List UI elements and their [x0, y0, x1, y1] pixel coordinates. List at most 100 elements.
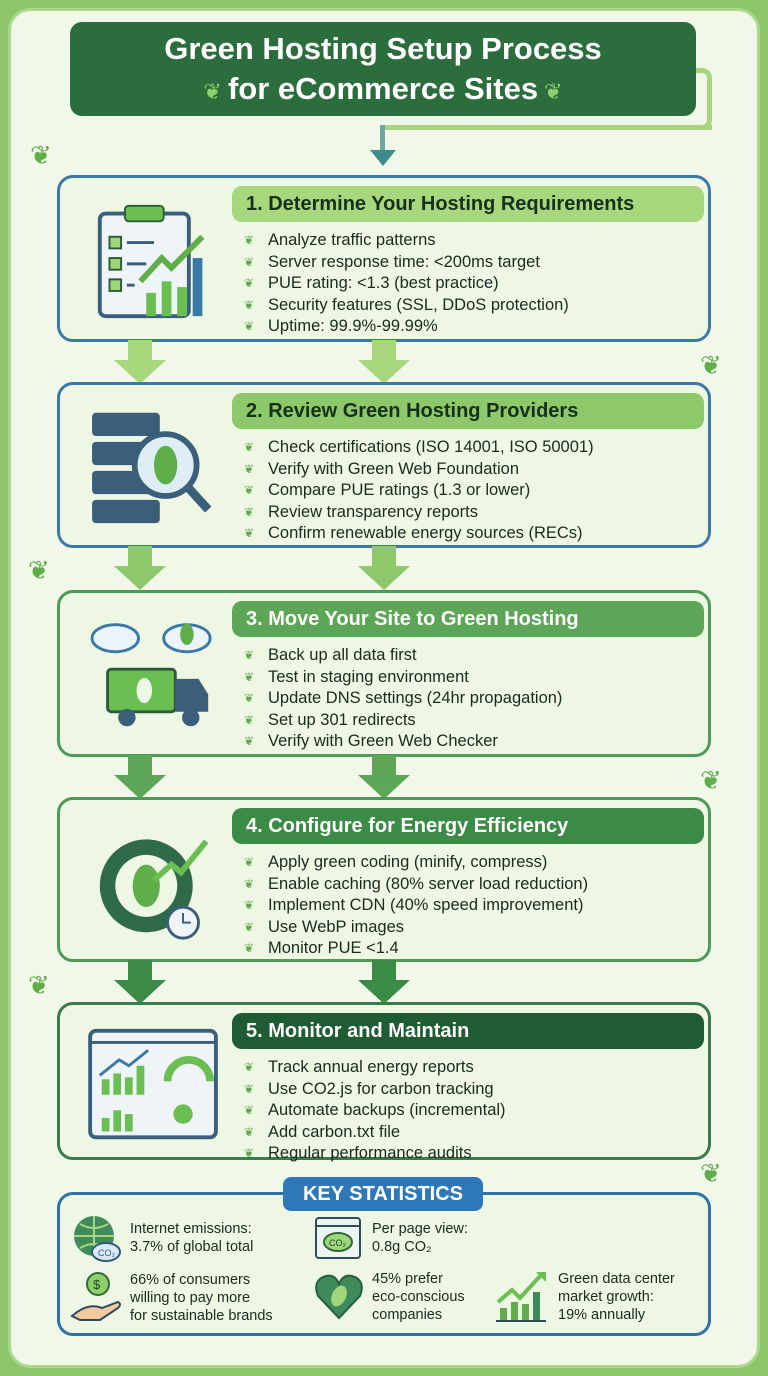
- stat-text: 19% annually: [558, 1307, 646, 1323]
- down-arrow-icon: [358, 960, 410, 1004]
- leaf-decoration-icon: ❦: [700, 765, 722, 795]
- step-5-title: 5. Monitor and Maintain: [232, 1013, 704, 1049]
- down-arrow-icon: [114, 546, 166, 590]
- stat-text: for sustainable brands: [130, 1308, 273, 1324]
- list-item-text: PUE rating: <1.3 (best practice): [268, 274, 499, 292]
- step-1-list: ❦Analyze traffic patterns❦Server respons…: [244, 230, 704, 338]
- leaf-icon: ❦: [203, 79, 228, 104]
- server-magnifier-leaf-icon: [92, 412, 212, 524]
- list-item-text: Security features (SSL, DDoS protection): [268, 295, 569, 314]
- leaf-bullet-icon: ❦: [244, 648, 255, 662]
- list-item-text: Verify with Green Web Checker: [268, 732, 498, 750]
- leaf-bullet-icon: ❦: [244, 1146, 255, 1160]
- leaf-bullet-icon: ❦: [244, 1060, 255, 1074]
- list-item: ❦ Add carbon.txt file: [244, 1122, 704, 1144]
- leaf-bullet-icon: ❦: [244, 669, 255, 684]
- leaf-bullet-icon: ❦: [244, 691, 255, 705]
- list-item: ❦Update DNS settings (24hr propagation): [244, 688, 704, 710]
- list-item: ❦ Uptime: 99.9%-99.99%: [244, 316, 704, 338]
- list-item: ❦Compare PUE ratings (1.3 or lower): [244, 480, 704, 502]
- step-5-card: 5. Monitor and Maintain ❦Track annual en…: [57, 1002, 711, 1162]
- list-item-text: Apply green coding (minify, compress): [268, 853, 548, 871]
- list-item: ❦Use WebP images: [244, 917, 704, 939]
- connector-line: [380, 125, 385, 155]
- step-2-list: ❦Check certifications (ISO 14001, ISO 50…: [244, 437, 704, 545]
- leaf-bullet-icon: ❦: [244, 461, 255, 476]
- list-item-text: Server response time: <200ms target: [268, 252, 540, 271]
- stat-text: Per page view:: [372, 1221, 468, 1237]
- svg-text:$: $: [93, 1277, 101, 1292]
- stat-text: 66% of consumers: [130, 1272, 251, 1288]
- list-item-text: Implement CDN (40% speed improvement): [268, 896, 584, 914]
- step-3-list: ❦Back up all data first❦Test in staging …: [244, 645, 704, 753]
- step-5-list: ❦Track annual energy reports❦Use CO2.js …: [244, 1057, 704, 1165]
- list-item-text: Test in staging environment: [268, 667, 469, 686]
- leaf-bullet-icon: ❦: [244, 1124, 255, 1139]
- list-item: ❦Back up all data first: [244, 645, 704, 667]
- growth-chart-icon: [496, 1272, 546, 1322]
- connector-arrowhead: [370, 150, 396, 166]
- list-item: ❦Set up 301 redirects: [244, 710, 704, 732]
- list-item: ❦Security features (SSL, DDoS protection…: [244, 295, 704, 317]
- leaf-bullet-icon: ❦: [244, 233, 255, 247]
- cloud-migration-truck-icon: [90, 623, 212, 727]
- stat-internet-emissions: CO₂ Internet emissions:3.7% of global to…: [70, 1214, 253, 1262]
- leaf-bullet-icon: ❦: [244, 319, 255, 333]
- leaf-bullet-icon: ❦: [244, 876, 255, 891]
- connector-line: [382, 125, 712, 130]
- gear-leaf-icon: [99, 839, 209, 940]
- list-item: ❦Monitor PUE <1.4: [244, 938, 704, 960]
- list-item: ❦Automate backups (incremental): [244, 1100, 704, 1122]
- leaf-bullet-icon: ❦: [244, 734, 255, 748]
- list-item-text: Use WebP images: [268, 917, 405, 936]
- stat-text: 0.8g CO₂: [372, 1239, 432, 1255]
- list-item-text: Analyze traffic patterns: [268, 231, 436, 249]
- list-item-text: Regular performance audits: [268, 1144, 472, 1162]
- key-statistics-panel: [57, 1192, 711, 1336]
- list-item: ❦Apply green coding (minify, compress): [244, 852, 704, 874]
- leaf-icon: ❦: [538, 79, 563, 104]
- list-item-text: Automate backups (incremental): [268, 1101, 506, 1119]
- hand-dollar-icon: $: [70, 1272, 121, 1321]
- step-3-card: 3. Move Your Site to Green Hosting ❦Back…: [57, 590, 711, 757]
- list-item-text: Add carbon.txt file: [268, 1122, 401, 1141]
- down-arrow-icon: [358, 340, 410, 384]
- step-1-title: 1. Determine Your Hosting Requirements: [232, 186, 704, 222]
- key-statistics-title: KEY STATISTICS: [283, 1177, 483, 1211]
- list-item-text: Uptime: 99.9%-99.99%: [268, 317, 438, 335]
- leaf-decoration-icon: ❦: [28, 970, 50, 1000]
- stat-consumers: $ 66% of consumers willing to pay more for…: [70, 1270, 273, 1326]
- dashboard-icon: [88, 1028, 218, 1140]
- list-item-text: Use CO2.js for carbon tracking: [268, 1079, 494, 1098]
- stat-text: 3.7% of global total: [130, 1239, 254, 1255]
- list-item: ❦Review transparency reports: [244, 502, 704, 524]
- step-3-title: 3. Move Your Site to Green Hosting: [232, 601, 704, 637]
- list-item: ❦ Analyze traffic patterns: [244, 230, 704, 252]
- list-item: ❦Server response time: <200ms target: [244, 252, 704, 274]
- leaf-bullet-icon: ❦: [244, 1081, 255, 1096]
- stat-text: willing to pay more: [130, 1290, 251, 1306]
- list-item: ❦Track annual energy reports: [244, 1057, 704, 1079]
- stat-text: companies: [372, 1307, 443, 1323]
- leaf-bullet-icon: ❦: [244, 483, 255, 497]
- list-item-text: Monitor PUE <1.4: [268, 939, 399, 957]
- down-arrow-icon: [114, 960, 166, 1004]
- title-line-2-text: for eCommerce Sites: [227, 71, 539, 106]
- leaf-decoration-icon: ❦: [28, 555, 50, 585]
- leaf-bullet-icon: ❦: [244, 712, 255, 727]
- down-arrow-icon: [358, 546, 410, 590]
- leaf-decoration-icon: ❦: [700, 1158, 722, 1188]
- svg-text:CO₂: CO₂: [329, 1238, 347, 1248]
- list-item: ❦Verify with Green Web Foundation: [244, 459, 704, 481]
- step-1-card: 1. Determine Your Hosting Requirements ❦…: [57, 175, 711, 342]
- leaf-bullet-icon: ❦: [244, 898, 255, 912]
- step-2-card: 2. Review Green Hosting Providers ❦Check…: [57, 382, 711, 548]
- step-4-title: 4. Configure for Energy Efficiency: [232, 808, 704, 844]
- title-line-1: Green Hosting Setup Process: [164, 31, 602, 66]
- leaf-bullet-icon: ❦: [244, 526, 255, 540]
- stat-text: Internet emissions:: [130, 1221, 252, 1237]
- list-item: ❦PUE rating: <1.3 (best practice): [244, 273, 704, 295]
- leaf-bullet-icon: ❦: [244, 504, 255, 519]
- list-item: ❦Enable caching (80% server load reducti…: [244, 874, 704, 896]
